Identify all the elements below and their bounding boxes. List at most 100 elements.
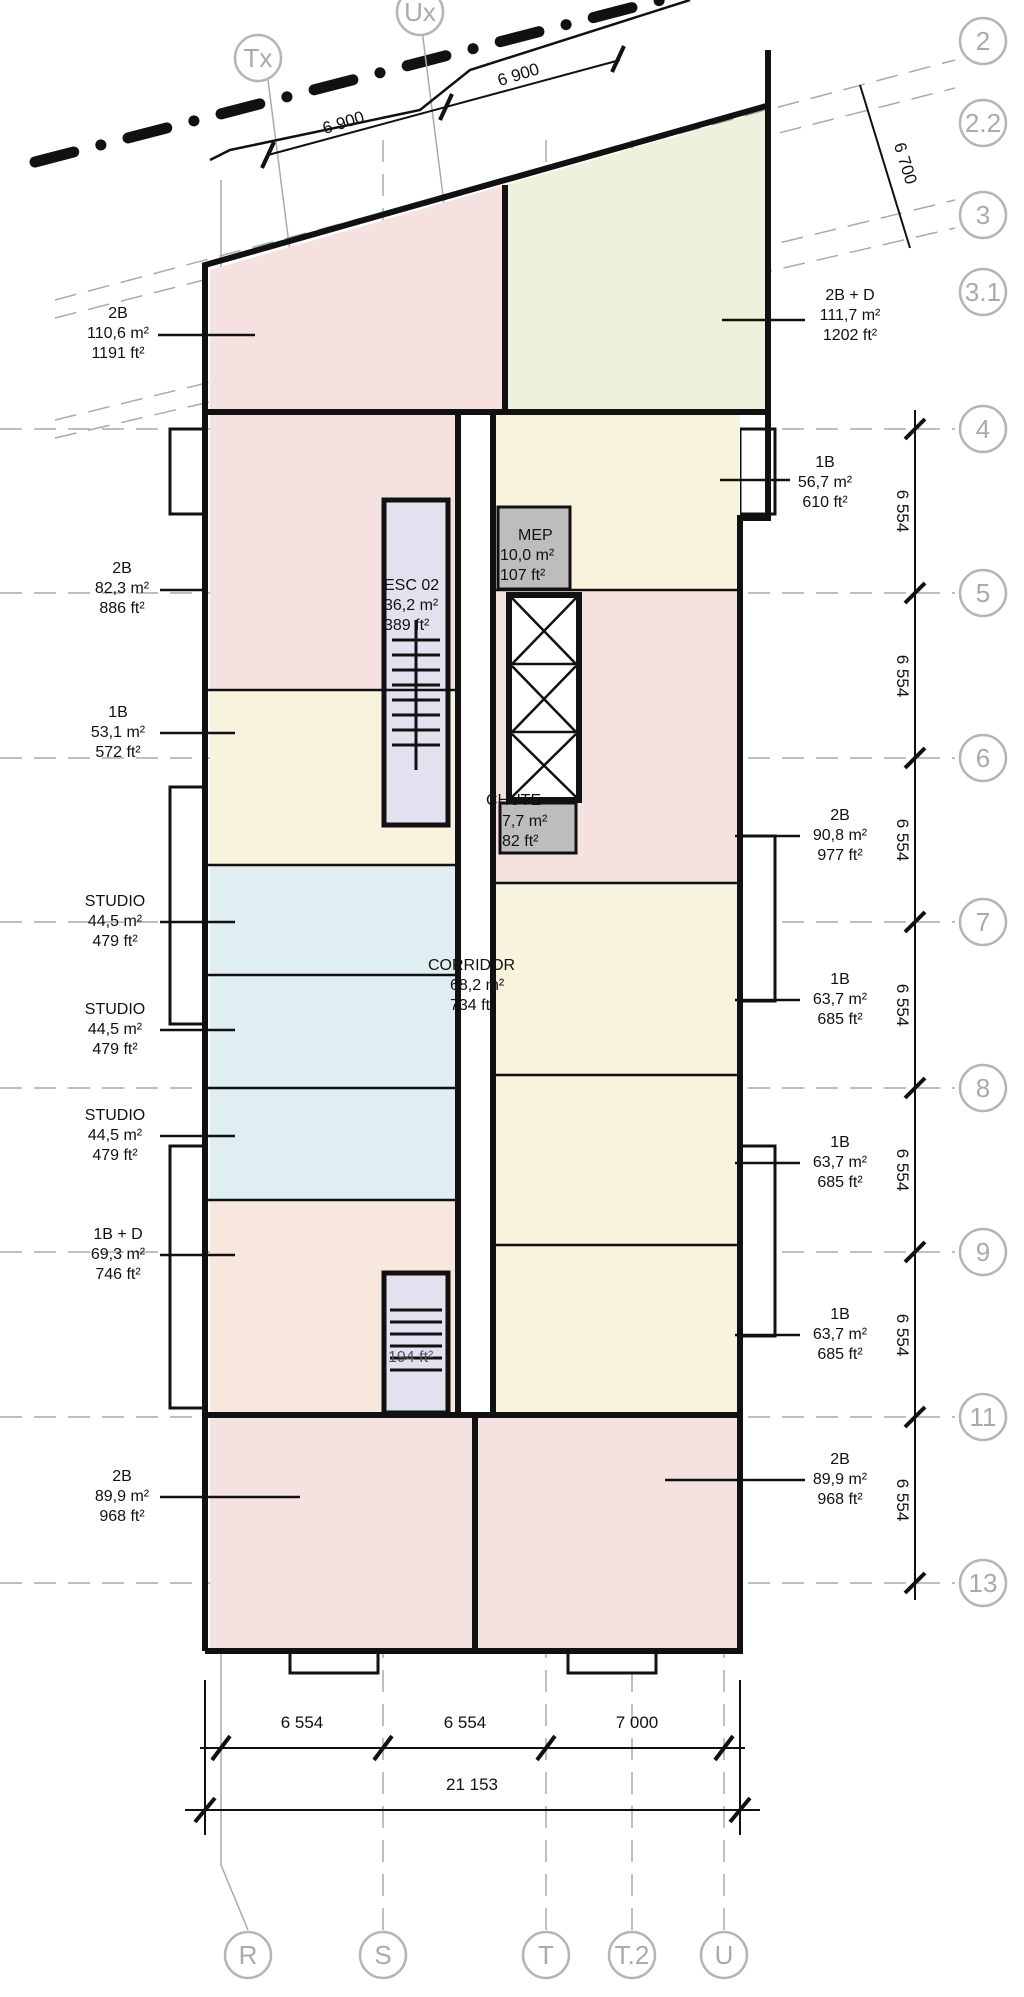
- svg-text:886 ft²: 886 ft²: [99, 600, 145, 617]
- stair-02: [381, 497, 451, 828]
- svg-text:9: 9: [976, 1237, 990, 1267]
- svg-text:685 ft²: 685 ft²: [817, 1346, 863, 1363]
- svg-text:56,7 m²: 56,7 m²: [798, 474, 853, 491]
- walls: [202, 0, 771, 1654]
- svg-text:6 900: 6 900: [495, 59, 541, 90]
- stair-01: [381, 1270, 451, 1416]
- svg-text:734 ft²: 734 ft²: [450, 997, 496, 1014]
- unit-area: [210, 185, 505, 412]
- grid-bubble-5: 5: [958, 568, 1008, 618]
- svg-text:69,3 m²: 69,3 m²: [91, 1246, 146, 1263]
- unit-area: [210, 865, 458, 975]
- grid-bubble-2: 2: [958, 16, 1008, 66]
- svg-text:1191 ft²: 1191 ft²: [91, 345, 145, 362]
- svg-text:6 554: 6 554: [893, 655, 912, 698]
- svg-text:977 ft²: 977 ft²: [817, 847, 863, 864]
- svg-text:36,2 m²: 36,2 m²: [384, 597, 439, 614]
- grid-bubble-11: 11: [958, 1392, 1008, 1442]
- svg-text:3: 3: [976, 200, 990, 230]
- svg-text:479 ft²: 479 ft²: [92, 1041, 138, 1058]
- grid-bubble-4: 4: [958, 404, 1008, 454]
- svg-text:6 554: 6 554: [893, 1314, 912, 1357]
- svg-text:968 ft²: 968 ft²: [99, 1508, 145, 1525]
- svg-text:10,0 m²: 10,0 m²: [500, 547, 555, 564]
- svg-text:T.2: T.2: [615, 1940, 650, 1970]
- svg-text:63,7 m²: 63,7 m²: [813, 1326, 868, 1343]
- svg-text:7: 7: [976, 907, 990, 937]
- unit-area: [210, 975, 458, 1088]
- svg-text:11: 11: [970, 1402, 997, 1432]
- svg-text:CORRIDOR: CORRIDOR: [428, 957, 515, 974]
- svg-text:13: 13: [969, 1568, 998, 1598]
- right-dimension-chain: [859, 84, 927, 1600]
- svg-text:1B: 1B: [815, 454, 835, 471]
- svg-text:STUDIO: STUDIO: [85, 1001, 145, 1018]
- svg-text:T: T: [538, 1940, 554, 1970]
- chute-room: [498, 801, 578, 855]
- svg-text:MEP: MEP: [518, 527, 553, 544]
- svg-text:44,5 m²: 44,5 m²: [88, 1127, 143, 1144]
- grid-bubble-S: S: [358, 1930, 408, 1980]
- svg-text:3.1: 3.1: [965, 277, 1001, 307]
- unit-label: 1B 56,7 m² 610 ft²: [798, 454, 853, 511]
- unit-areas: [210, 110, 768, 1651]
- svg-text:572 ft²: 572 ft²: [95, 744, 141, 761]
- svg-text:746 ft²: 746 ft²: [95, 1266, 141, 1283]
- label-leaders: [158, 318, 805, 1499]
- svg-text:S: S: [374, 1940, 391, 1970]
- svg-text:STUDIO: STUDIO: [85, 1107, 145, 1124]
- svg-text:1B + D: 1B + D: [93, 1226, 142, 1243]
- unit-label: 1B + D 69,3 m² 746 ft²: [91, 1226, 146, 1283]
- svg-text:194 ft²: 194 ft²: [388, 1349, 434, 1366]
- svg-text:STUDIO: STUDIO: [85, 893, 145, 910]
- svg-text:2B + D: 2B + D: [825, 287, 874, 304]
- grid-bubble-7: 7: [958, 897, 1008, 947]
- svg-text:CHUTE: CHUTE: [486, 792, 541, 809]
- grid-bubble-U: U: [699, 1930, 749, 1980]
- unit-area: [475, 1415, 740, 1651]
- grid-bubble-Tx: Tx: [233, 33, 283, 83]
- svg-text:Ux: Ux: [404, 0, 436, 27]
- svg-text:6 900: 6 900: [320, 107, 366, 138]
- svg-text:6 554: 6 554: [893, 1149, 912, 1192]
- svg-text:6 700: 6 700: [890, 140, 921, 186]
- svg-text:1B: 1B: [108, 704, 128, 721]
- svg-text:21 153: 21 153: [446, 1775, 498, 1794]
- bottom-dimension-lines: [185, 1680, 760, 1835]
- property-line: [29, 0, 684, 168]
- grid-bubble-T.2: T.2: [607, 1930, 657, 1980]
- svg-text:7 000: 7 000: [616, 1713, 659, 1732]
- grid-bubbles: 2 2.2 3 3.1 4 5 6 7 8 9 11 13 R S T T.2 …: [223, 0, 1008, 1980]
- svg-text:610 ft²: 610 ft²: [802, 494, 848, 511]
- grid-bubble-T: T: [521, 1930, 571, 1980]
- svg-text:1B: 1B: [830, 971, 850, 988]
- unit-area: [493, 1075, 740, 1245]
- unit-area: [210, 1415, 475, 1651]
- unit-label: STUDIO 44,5 m² 479 ft²: [85, 1107, 145, 1164]
- svg-text:479 ft²: 479 ft²: [92, 1147, 138, 1164]
- svg-text:2B: 2B: [112, 560, 132, 577]
- grid-bubble-3.1: 3.1: [958, 267, 1008, 317]
- svg-text:1202 ft²: 1202 ft²: [823, 327, 878, 344]
- balconies: [168, 427, 777, 1675]
- svg-text:389 ft²: 389 ft²: [384, 617, 430, 634]
- svg-text:Tx: Tx: [244, 43, 273, 73]
- svg-text:6 554: 6 554: [444, 1713, 487, 1732]
- svg-text:6: 6: [976, 743, 990, 773]
- grid-bubble-13: 13: [958, 1558, 1008, 1608]
- svg-text:7,7 m²: 7,7 m²: [502, 813, 548, 830]
- svg-text:2B: 2B: [830, 807, 850, 824]
- unit-area: [505, 110, 768, 412]
- dimension-labels: 6 900 6 900 6 700 6 554 6 554 6 554 6 55…: [281, 59, 921, 1794]
- unit-area: [493, 883, 740, 1075]
- svg-text:44,5 m²: 44,5 m²: [88, 913, 143, 930]
- svg-text:110,6 m²: 110,6 m²: [87, 325, 150, 342]
- core: [381, 412, 582, 1416]
